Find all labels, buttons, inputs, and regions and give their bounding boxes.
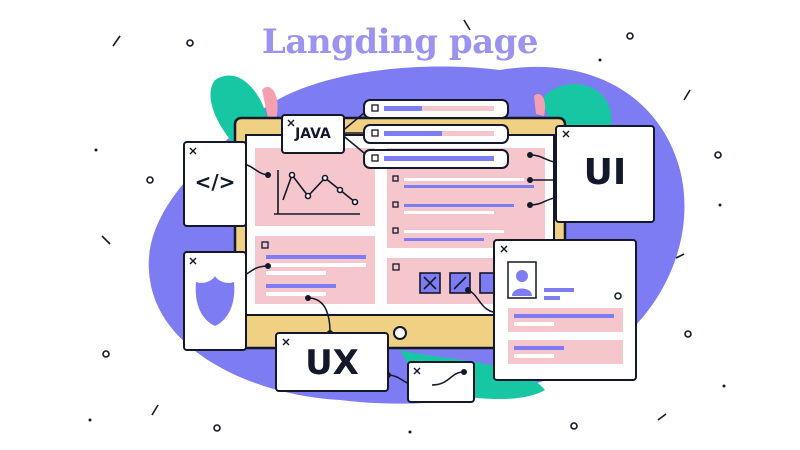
monitor-button — [393, 326, 407, 340]
avatar-icon — [512, 270, 532, 296]
progress-windows — [363, 99, 509, 169]
close-icon — [500, 245, 508, 253]
shield-window — [183, 251, 247, 351]
java-label: JAVA — [295, 126, 331, 142]
leaf-pink-2 — [534, 94, 546, 116]
line-chart-icon — [274, 170, 360, 215]
profile-window — [493, 239, 637, 381]
curve-window — [407, 361, 475, 403]
close-icon — [282, 338, 290, 346]
ui-window — [555, 125, 655, 223]
ux-label: UX — [305, 343, 359, 383]
close-icon — [287, 119, 295, 127]
leaf-pink-1 — [262, 86, 278, 120]
decor — [101, 19, 722, 432]
close-icon — [562, 130, 570, 138]
ux-window — [275, 332, 389, 392]
close-icon — [189, 147, 197, 155]
ui-label: UI — [583, 152, 627, 193]
checkbox-icon — [419, 272, 495, 294]
page-title: Langding page — [261, 22, 539, 62]
code-window — [183, 141, 247, 227]
code-icon: </> — [194, 170, 236, 194]
chart-panel — [255, 148, 375, 226]
java-window — [281, 114, 345, 154]
close-icon — [413, 367, 421, 375]
decor-dots — [88, 58, 726, 434]
close-icon — [189, 257, 197, 265]
shield-icon — [195, 276, 235, 326]
checkbox-panel — [387, 258, 497, 304]
